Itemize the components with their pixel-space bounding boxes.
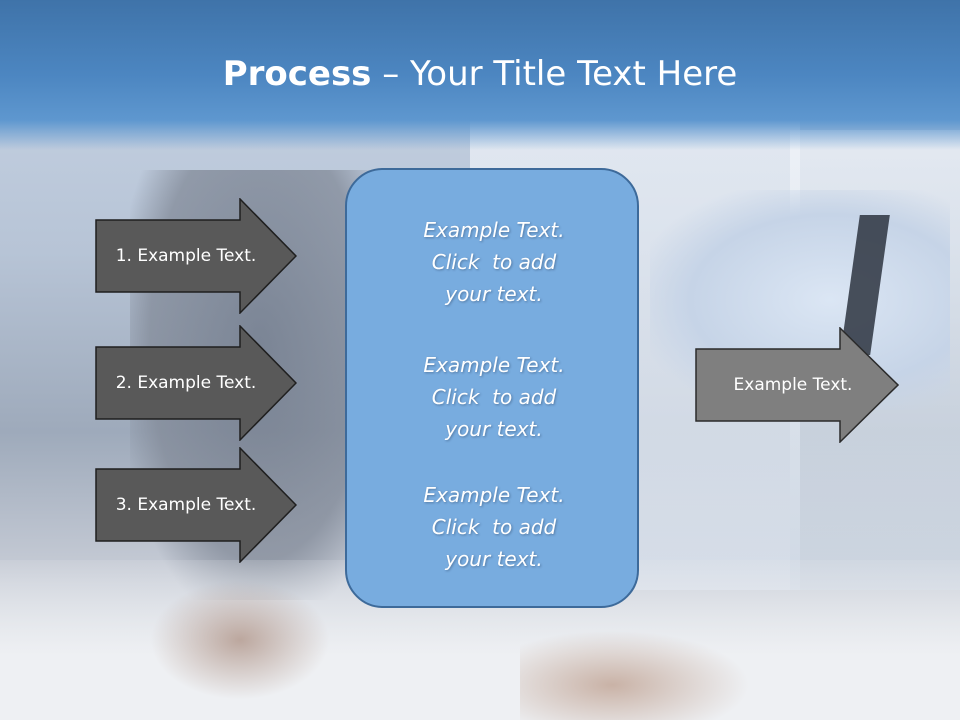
text-line: Example Text. — [423, 483, 565, 507]
result-arrow-label: Example Text. — [733, 375, 853, 395]
text-line: Click to add — [431, 515, 557, 539]
text-block-3[interactable]: Example Text. Click to add your text. — [347, 479, 641, 575]
step-arrow-label: 2. Example Text. — [115, 373, 257, 393]
text-line: your text. — [445, 417, 543, 441]
title-bold: Process — [222, 54, 372, 94]
text-line: Click to add — [431, 250, 557, 274]
text-block-2[interactable]: Example Text. Click to add your text. — [347, 349, 641, 445]
result-arrow[interactable]: Example Text. — [695, 327, 899, 443]
title-rest: – Your Title Text Here — [371, 54, 738, 94]
text-line: Click to add — [431, 385, 557, 409]
text-line: your text. — [445, 547, 543, 571]
text-block-1[interactable]: Example Text. Click to add your text. — [347, 214, 641, 310]
title-band — [0, 0, 960, 150]
slide-title[interactable]: Process – Your Title Text Here — [0, 50, 960, 98]
step-arrow-3[interactable]: 3. Example Text. — [95, 447, 297, 563]
background-hand — [520, 630, 750, 720]
step-arrow-2[interactable]: 2. Example Text. — [95, 325, 297, 441]
text-line: Example Text. — [423, 353, 565, 377]
step-arrow-1[interactable]: 1. Example Text. — [95, 198, 297, 314]
text-line: your text. — [445, 282, 543, 306]
background-hand-left — [150, 580, 330, 700]
step-arrow-label: 1. Example Text. — [115, 246, 257, 266]
process-box[interactable]: Example Text. Click to add your text. Ex… — [345, 168, 639, 608]
step-arrow-label: 3. Example Text. — [115, 495, 257, 515]
text-line: Example Text. — [423, 218, 565, 242]
